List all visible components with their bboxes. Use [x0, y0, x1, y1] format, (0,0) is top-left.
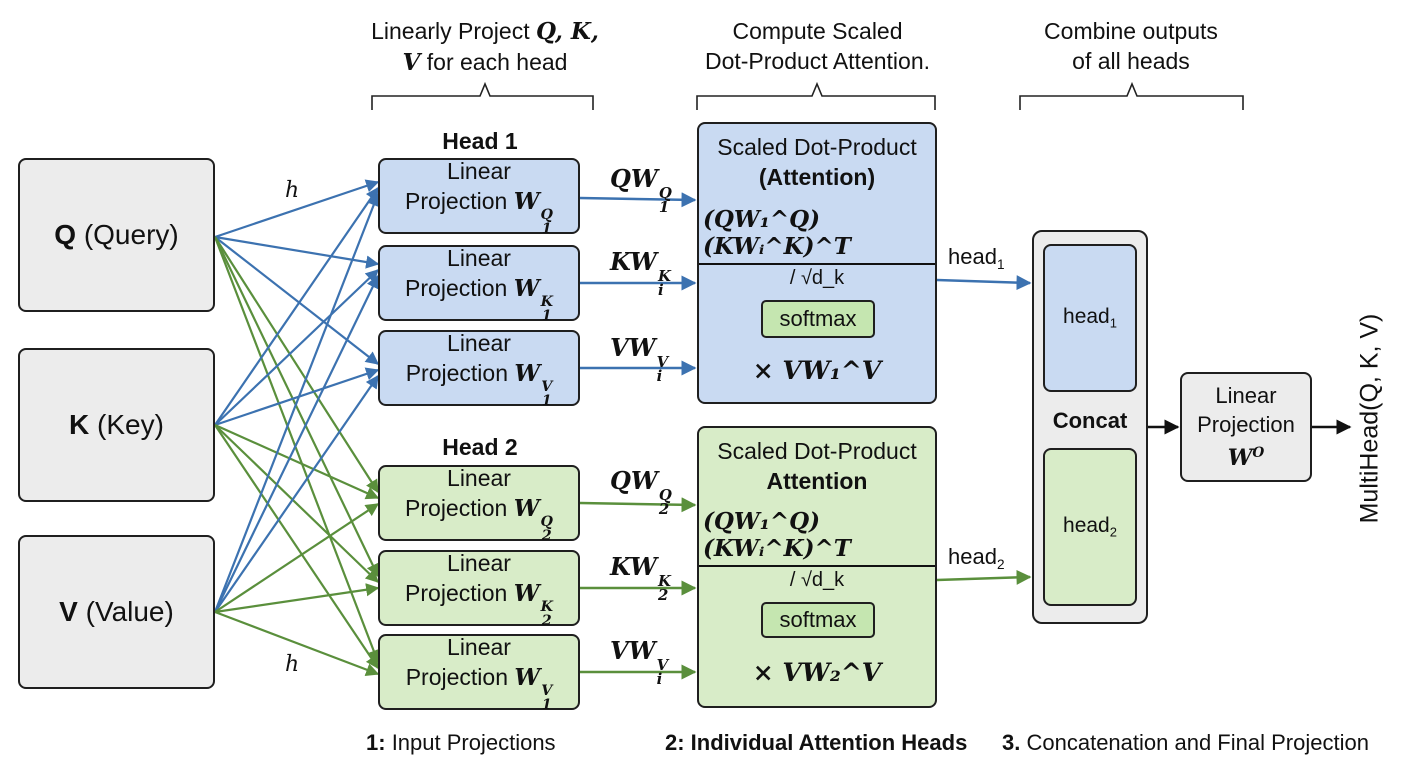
footer-step2: 2: Individual Attention Heads: [665, 730, 968, 755]
query-input-box: Q (Query): [18, 158, 215, 312]
arrow-h1-q: [579, 192, 697, 208]
wire-input2-head1-proj2: [214, 374, 379, 613]
head2-attention-box: Scaled Dot-Product Attention (QW₁^Q)(KWᵢ…: [697, 426, 937, 708]
head2-multiply-v: × VW₂^V: [752, 658, 882, 687]
concat-label: Concat: [1052, 408, 1128, 433]
footer-step1: 1: Input Projections: [366, 730, 556, 755]
brace-step1: [371, 81, 594, 110]
concat-slot-head2: head2: [1043, 448, 1137, 606]
final-linear-projection: Linear Projection WO: [1180, 372, 1312, 482]
footer-step3: 3. Concatenation and Final Projection: [1002, 730, 1369, 755]
wire-input2-head2-proj1: [214, 583, 380, 614]
wire-input1-head1-proj0: [214, 186, 379, 426]
wire-input2-head1-proj1: [214, 274, 379, 613]
wire-input0-head2-proj0: [214, 236, 379, 494]
wire-input0-head2-proj1: [214, 236, 379, 578]
head1-output-label: head1: [948, 244, 1005, 272]
wire-input0-head1-proj2: [214, 236, 380, 365]
wire-input1-head2-proj0: [214, 423, 380, 500]
head2-attention-formula: (QW₁^Q)(KWᵢ^K)^T / √d_k: [699, 508, 935, 592]
head1-softmax: softmax: [761, 300, 875, 338]
brace-step2: [696, 81, 936, 110]
step3-note: Combine outputs of all heads: [1044, 18, 1218, 74]
head1-attention-formula: (QW₁^Q)(KWᵢ^K)^T / √d_k: [699, 206, 935, 290]
wire-input2-head2-proj2: [214, 610, 380, 676]
wire-input2-head1-proj0: [213, 192, 380, 613]
wire-input1-head2-proj1: [214, 424, 379, 583]
arrow-head2-to-concat: [936, 569, 1032, 585]
wire-input2-head2-proj0: [214, 503, 380, 613]
head1-title: Head 1: [442, 128, 518, 154]
head1-attention-title: Scaled Dot-Product: [717, 134, 917, 160]
head2-attention-title: Scaled Dot-Product: [717, 438, 917, 464]
concat-box: head1 Concat head2: [1032, 230, 1148, 624]
step2-note: Compute Scaled Dot-Product Attention.: [704, 18, 930, 74]
wire-input0-head1-proj1: [214, 235, 380, 269]
arrow-head1-to-concat: [936, 275, 1032, 291]
head2-output-label: head2: [948, 544, 1005, 572]
step1-note: Linearly Project Q, K, V for each head: [371, 18, 599, 76]
concat-slot-head1: head1: [1043, 244, 1137, 392]
wire-input0-head1-proj0: [214, 179, 380, 239]
key-input-box: K (Key): [18, 348, 215, 502]
h-label-bottom: h: [285, 652, 300, 677]
value-input-box: V (Value): [18, 535, 215, 689]
wire-input1-head2-proj2: [214, 424, 379, 670]
h-label-top: h: [285, 178, 300, 203]
head2-softmax: softmax: [761, 602, 875, 638]
head1-multiply-v: × VW₁^V: [752, 356, 882, 385]
input-fan-wires: [213, 179, 380, 676]
head2-title: Head 2: [442, 434, 518, 460]
head1-attention-box: Scaled Dot-Product (Attention) (QW₁^Q)(K…: [697, 122, 937, 404]
brace-step3: [1019, 81, 1244, 110]
arrow-h2-q: [579, 497, 697, 513]
wire-input1-head1-proj2: [214, 367, 380, 427]
wire-input1-head1-proj1: [214, 269, 379, 426]
